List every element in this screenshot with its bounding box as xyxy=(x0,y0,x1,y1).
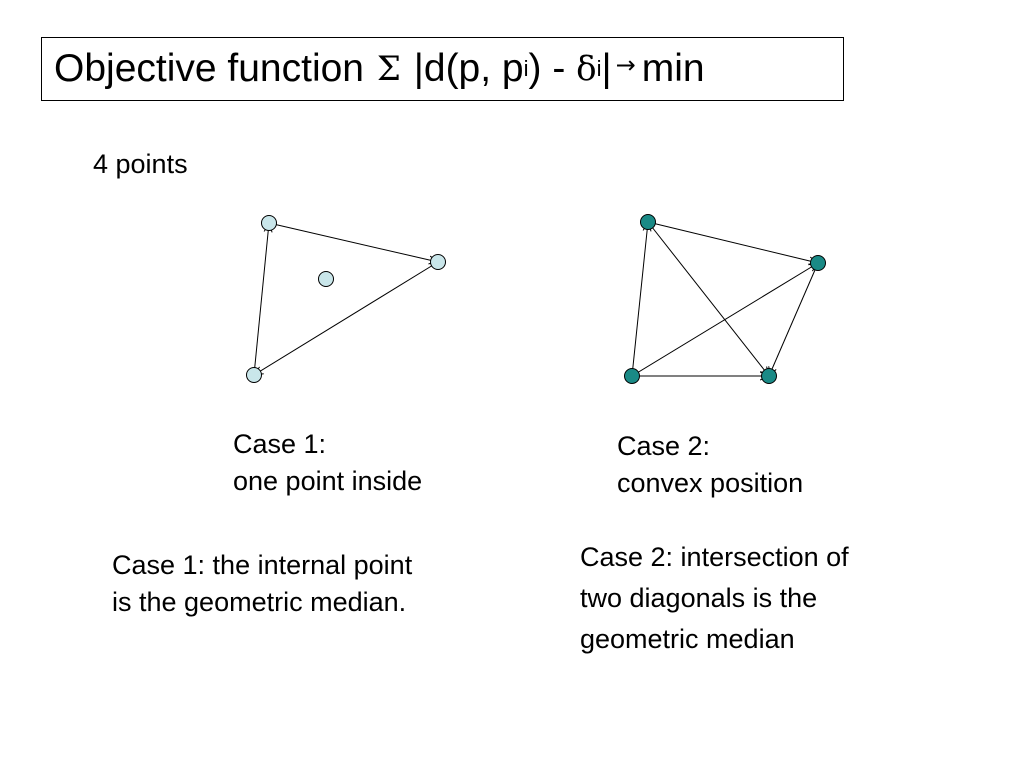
case1-point xyxy=(261,215,277,231)
title-abs-open: |d(p, p xyxy=(413,47,524,90)
case2-point xyxy=(761,368,777,384)
case1-diagram xyxy=(246,215,446,383)
case1-label-line2: one point inside xyxy=(233,466,423,496)
case2-edge xyxy=(769,262,819,376)
case2-desc-line1: Case 2: intersection of xyxy=(580,542,849,572)
case2-edge xyxy=(631,222,648,377)
case1-desc-line2: is the geometric median. xyxy=(112,587,407,617)
title-abs-close: | xyxy=(601,47,612,90)
case1-desc-line1: Case 1: the internal point xyxy=(112,550,413,580)
case1-point xyxy=(430,254,446,270)
delta-symbol: δ xyxy=(576,49,597,89)
case1-label: Case 1: one point inside xyxy=(233,426,422,500)
case1-edge xyxy=(254,261,439,375)
case2-desc-line2: two diagonals is the xyxy=(580,583,818,613)
case2-point xyxy=(810,255,826,271)
title-suffix: min xyxy=(641,47,705,90)
case2-label: Case 2: convex position xyxy=(617,428,803,502)
case2-diagonal xyxy=(647,221,769,376)
case2-desc-line3: geometric median xyxy=(580,624,795,654)
case1-edge xyxy=(253,223,269,376)
case2-point xyxy=(624,368,640,384)
case2-label-line1: Case 2: xyxy=(617,431,711,461)
case2-label-line2: convex position xyxy=(617,468,804,498)
subtitle: 4 points xyxy=(93,149,188,179)
case1-edge xyxy=(268,222,438,262)
case2-description: Case 2: intersection of two diagonals is… xyxy=(580,537,849,660)
case1-inner-point xyxy=(318,271,334,287)
case1-label-line1: Case 1: xyxy=(233,429,327,459)
case2-diagram xyxy=(624,214,826,384)
case2-point xyxy=(640,214,656,230)
case1-description: Case 1: the internal point is the geomet… xyxy=(112,547,412,621)
case2-edge xyxy=(647,221,818,263)
title-prefix: Objective function xyxy=(54,47,365,90)
arrow-icon: → xyxy=(615,51,636,79)
case2-diagonal xyxy=(631,263,818,377)
title-mid: ) - xyxy=(528,47,577,90)
case1-point xyxy=(246,367,262,383)
sigma-symbol: Σ xyxy=(376,49,401,89)
